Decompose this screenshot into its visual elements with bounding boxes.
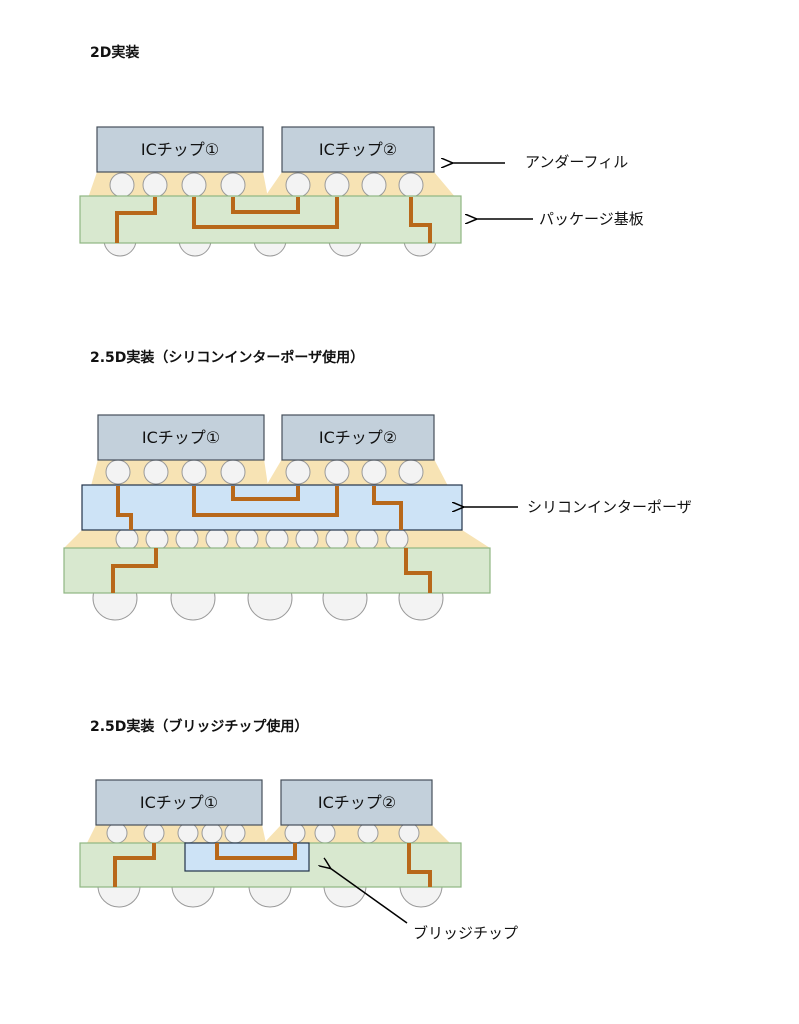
chip-2: ICチップ② bbox=[280, 779, 433, 826]
silicon-interposer bbox=[81, 484, 463, 531]
section-25d-interposer: 2.5D実装（シリコンインターポーザ使用） bbox=[63, 349, 692, 621]
chip-1-label: ICチップ① bbox=[142, 428, 220, 447]
package-substrate bbox=[63, 547, 491, 594]
section-25d-bridge: 2.5D実装（ブリッジチップ使用） bbox=[79, 718, 518, 942]
wiring bbox=[113, 843, 432, 887]
chip-1-label: ICチップ① bbox=[140, 793, 218, 812]
chip-1: ICチップ① bbox=[95, 779, 263, 826]
package-substrate-label: パッケージ基板 bbox=[539, 210, 644, 228]
wiring bbox=[115, 197, 432, 243]
section-25d-bridge-title: 2.5D実装（ブリッジチップ使用） bbox=[90, 718, 308, 735]
chip-2-label: ICチップ② bbox=[318, 793, 396, 812]
section-2d: 2D実装 bbox=[79, 44, 644, 257]
micro-bumps bbox=[105, 459, 424, 485]
chip-1-label: ICチップ① bbox=[141, 140, 219, 159]
chip-1: ICチップ① bbox=[97, 414, 265, 461]
section-2d-title: 2D実装 bbox=[90, 44, 140, 61]
chip-1: ICチップ① bbox=[96, 126, 264, 173]
chip-2: ICチップ② bbox=[281, 126, 435, 173]
underfill bbox=[87, 825, 450, 843]
section-25d-interposer-title: 2.5D実装（シリコンインターポーザ使用） bbox=[90, 349, 364, 366]
micro-bumps bbox=[106, 822, 420, 844]
chip-2-label: ICチップ② bbox=[319, 428, 397, 447]
bridge-chip-arrow bbox=[330, 868, 408, 924]
bridge-chip-label: ブリッジチップ bbox=[413, 924, 518, 942]
wiring bbox=[111, 486, 432, 593]
chip-2-label: ICチップ② bbox=[319, 140, 397, 159]
silicon-interposer-label: シリコンインターポーザ bbox=[527, 498, 692, 516]
underfill-label: アンダーフィル bbox=[525, 153, 628, 171]
package-substrate bbox=[79, 195, 462, 244]
chip-2: ICチップ② bbox=[281, 414, 435, 461]
micro-bumps bbox=[109, 172, 424, 198]
